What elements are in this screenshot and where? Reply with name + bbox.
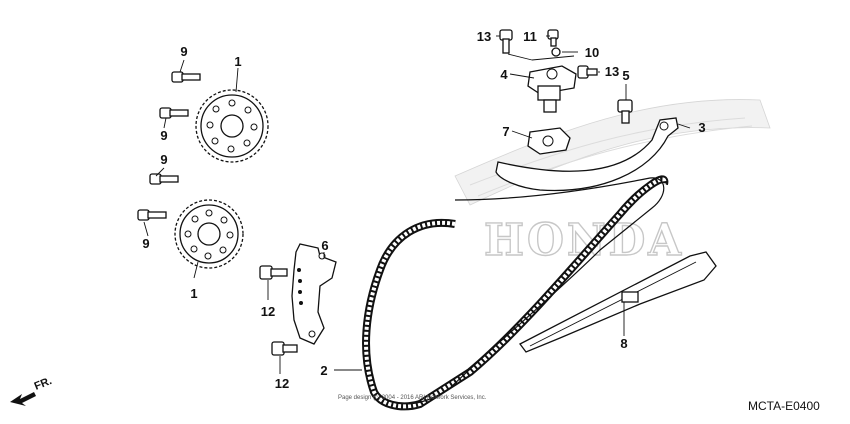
lifter-bolt-a <box>499 29 513 54</box>
front-label: FR. <box>33 375 54 393</box>
cam-sprocket-lower <box>174 199 244 269</box>
sprocket-bolt-b <box>159 107 189 119</box>
callout-2: 2 <box>320 363 327 378</box>
callout-13-a: 13 <box>477 29 491 44</box>
callout-5: 5 <box>622 68 629 83</box>
callout-8: 8 <box>620 336 627 351</box>
chain-guide <box>519 251 717 353</box>
callout-4: 4 <box>500 67 508 82</box>
callout-1-top: 1 <box>234 54 241 69</box>
tensioner-lifter <box>527 65 577 113</box>
pivot-bolt <box>617 99 633 124</box>
cap-bolt <box>547 29 559 47</box>
sprocket-bolt-a <box>171 71 201 83</box>
callout-12-a: 12 <box>261 304 275 319</box>
callout-12-b: 12 <box>275 376 289 391</box>
callout-6: 6 <box>321 238 328 253</box>
tensioner-gasket <box>527 127 571 155</box>
callout-11: 11 <box>523 29 537 44</box>
callout-7: 7 <box>502 124 509 139</box>
sprocket-bolt-c <box>149 173 179 185</box>
tensioner-arm <box>495 117 679 192</box>
callout-1-bottom: 1 <box>190 286 197 301</box>
front-direction-arrow: FR. <box>10 375 54 406</box>
callout-9-d: 9 <box>142 236 149 251</box>
sprocket-bolt-d <box>137 209 167 221</box>
chain-guide-plate <box>291 243 337 345</box>
callout-9-a: 9 <box>180 44 187 59</box>
callout-9-c: 9 <box>160 152 167 167</box>
cam-chain <box>362 175 669 411</box>
cam-sprocket-upper <box>195 89 269 163</box>
callout-9-b: 9 <box>160 128 167 143</box>
diagram-code: MCTA-E0400 <box>748 399 820 413</box>
callout-3: 3 <box>698 120 705 135</box>
leader-lines <box>143 35 691 374</box>
plate-bolt-b <box>271 341 298 356</box>
sealing-washer <box>551 47 561 57</box>
callout-10: 10 <box>585 45 599 60</box>
copyright-text: Page design (c) 2004 - 2016 ARI Network … <box>338 395 487 401</box>
callout-13-b: 13 <box>605 64 619 79</box>
lifter-bolt-b <box>577 65 598 79</box>
plate-bolt-a <box>259 265 288 280</box>
